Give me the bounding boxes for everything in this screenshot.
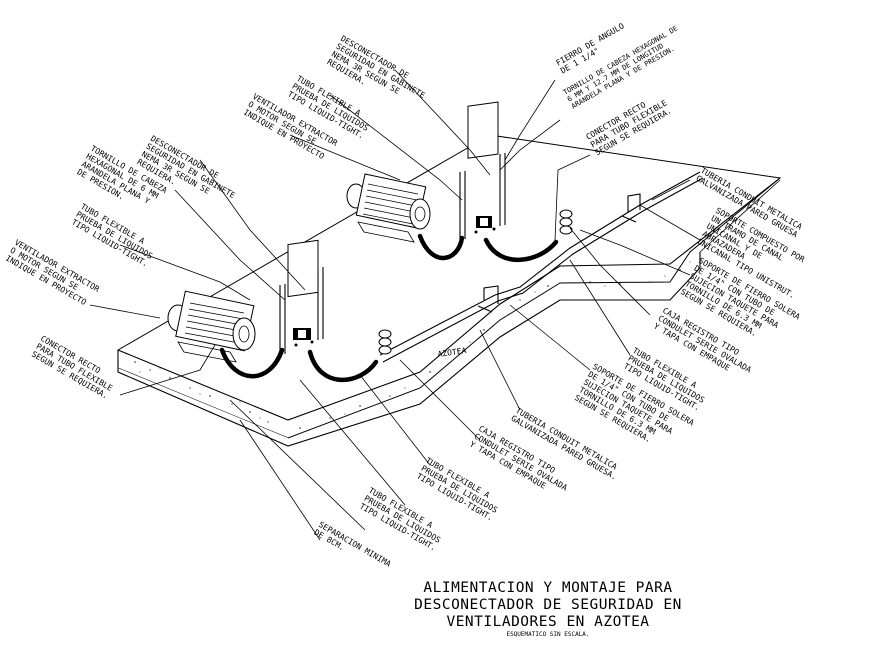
junction-boxes <box>378 209 573 355</box>
title-line-2: DESCONECTADOR DE SEGURIDAD EN <box>414 597 682 613</box>
rigid-conduit <box>379 171 704 363</box>
top-exhaust-fan <box>346 173 431 243</box>
label-separacion: SEPARACION MINIMA DE 8CM. <box>313 520 393 569</box>
flexible-conduits <box>219 233 559 383</box>
label-tornillo-left: TORNILLO DE CABEZA HEXAGONAL DE 6 MM ARA… <box>76 144 169 206</box>
title-line-3: VENTILADORES EN AZOTEA <box>446 614 649 630</box>
left-exhaust-fan <box>167 290 256 363</box>
concrete-texture <box>134 261 691 429</box>
title-line-1: ALIMENTACION Y MONTAJE PARA <box>423 580 672 596</box>
label-desconectador-left: DESCONECTADOR DE SEGURIDAD EN GABINETE N… <box>136 134 237 200</box>
label-tornillo-top: TORNILLO DE CABEZA HEXAGONAL DE 6 MM Y 1… <box>562 24 679 110</box>
roof-label: AZOTEA <box>437 346 467 359</box>
label-conector-top: CONECTOR RECTO PARA TUBO FLEXIBLE SEGUN … <box>585 98 674 157</box>
label-line: PARA TUBO FLEXIBLE <box>35 342 115 393</box>
top-safety-disconnect <box>459 101 506 240</box>
label-ventilador-left: VENTILADOR EXTRACTOR O MOTOR SEGUN SE IN… <box>4 238 101 307</box>
label-tubo-flex-bottom2: TUBO FLEXIBLE A PRUEBA DE LIQUIDOS TIPO … <box>358 486 442 553</box>
left-safety-disconnect <box>279 239 324 355</box>
label-tubo-flex-left: TUBO FLEXIBLE A PRUEBA DE LIQUIDOS TIPO … <box>70 202 154 269</box>
roof-slab <box>117 134 782 456</box>
drawing-title: ALIMENTACION Y MONTAJE PARA DESCONECTADO… <box>414 580 682 638</box>
leader-lines <box>89 69 701 541</box>
title-subtitle: ESQUEMATICO SIN ESCALA. <box>506 631 589 638</box>
label-conector-left: CONECTOR RECTO PARA TUBO FLEXIBLE SEGUN … <box>30 334 115 401</box>
conduit-supports <box>477 193 641 313</box>
label-tubo-flex-bottom1: TUBO FLEXIBLE A PRUEBA DE LIQUIDOS TIPO … <box>415 456 499 523</box>
